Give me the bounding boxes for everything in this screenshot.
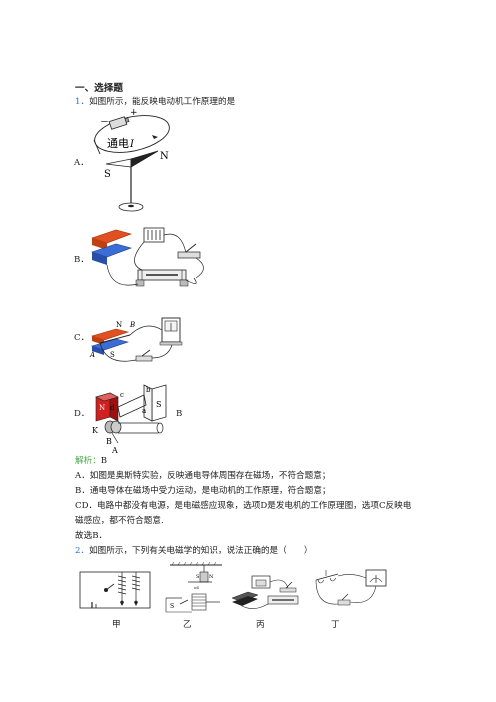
question-1-number: 1． — [75, 97, 90, 107]
figure-electromagnetic-induction: N B A S — [89, 317, 183, 362]
option-a-label: A． — [74, 158, 89, 168]
option-c-label: C． — [74, 333, 90, 343]
explanation-a: A．如图是奥斯特实验，反映通电导体周围存在磁场，不符合题意； — [75, 471, 331, 481]
current-symbol: I — [129, 139, 135, 150]
option-d-suffix: B — [176, 409, 183, 419]
brush-k-label: K — [92, 426, 99, 435]
figure-oersted-experiment: + － 通电 I N S — [93, 108, 170, 212]
coil-a-label: a — [142, 407, 146, 415]
magnet-south-label: S — [110, 351, 115, 359]
generator-north-label: N — [99, 404, 105, 412]
compass-north-label: N — [160, 151, 169, 162]
brush-a-label: A — [111, 446, 118, 455]
answer-letter: B — [100, 456, 108, 466]
figure-label-jia: 甲 — [112, 620, 121, 630]
figure-label-bing: 丙 — [256, 620, 265, 630]
yi-switch-label: oS — [194, 585, 199, 590]
battery-plus-sign: + — [130, 108, 138, 118]
question-2-stem: 2．如图所示，下列有关电磁学的知识，说法正确的是（ ） — [75, 546, 313, 557]
generator-south-label: S — [156, 400, 161, 409]
analysis-line: 解析：B — [75, 456, 107, 467]
question-1-stem: 1．如图所示，能反映电动机工作原理的是 — [75, 97, 235, 108]
explanation-b: B．通电导体在磁场中受力运动，是电动机的工作原理，符合题意； — [75, 486, 331, 496]
magnet-north-label: N — [116, 321, 122, 329]
question-1-text: 如图所示，能反映电动机工作原理的是 — [89, 97, 236, 107]
compass-south-label: S — [104, 169, 111, 180]
conductor-a-label: A — [89, 351, 95, 359]
conclusion: 故选B． — [75, 531, 108, 541]
figure-generator: N S c b a d K B A — [92, 384, 167, 455]
figure-bing-motor-setup — [231, 575, 299, 609]
brush-b-label: B — [106, 437, 112, 446]
figure-jia-electromagnets — [79, 571, 151, 609]
coil-d-label: d — [110, 404, 115, 412]
explanation-cd: CD．电路中都没有电源，是电磁感应现象，选项D是发电机的工作原理图，选项C反映电 — [75, 501, 412, 511]
figure-label-yi: 乙 — [183, 620, 192, 630]
section-title: 一、选择题 — [75, 83, 123, 94]
explanation-cd-continued: 磁感应，都不符合题意. — [75, 516, 164, 526]
coil-b-label: b — [146, 386, 151, 394]
yi-upper-n-label: N — [209, 574, 214, 580]
coil-c-label: c — [120, 391, 124, 399]
figure-motor-principle — [91, 227, 204, 287]
figure-ding-galvanometer — [315, 569, 387, 606]
yi-lower-s-label: S — [170, 603, 174, 610]
figure-yi-electromagnetic-relay: S N oS S — [165, 561, 222, 613]
figure-label-ding: 丁 — [331, 620, 340, 630]
question-2-text: 如图所示，下列有关电磁学的知识，说法正确的是（ ） — [89, 546, 313, 556]
option-d-label: D． — [74, 409, 90, 419]
analysis-label: 解析： — [75, 456, 101, 466]
option-b-label: B． — [74, 255, 89, 265]
battery-minus-sign: － — [100, 118, 109, 128]
conductor-b-label: B — [129, 321, 135, 329]
yi-upper-s-label: S — [196, 574, 200, 580]
question-2-number: 2． — [75, 546, 90, 556]
current-label: 通电 — [107, 137, 129, 150]
